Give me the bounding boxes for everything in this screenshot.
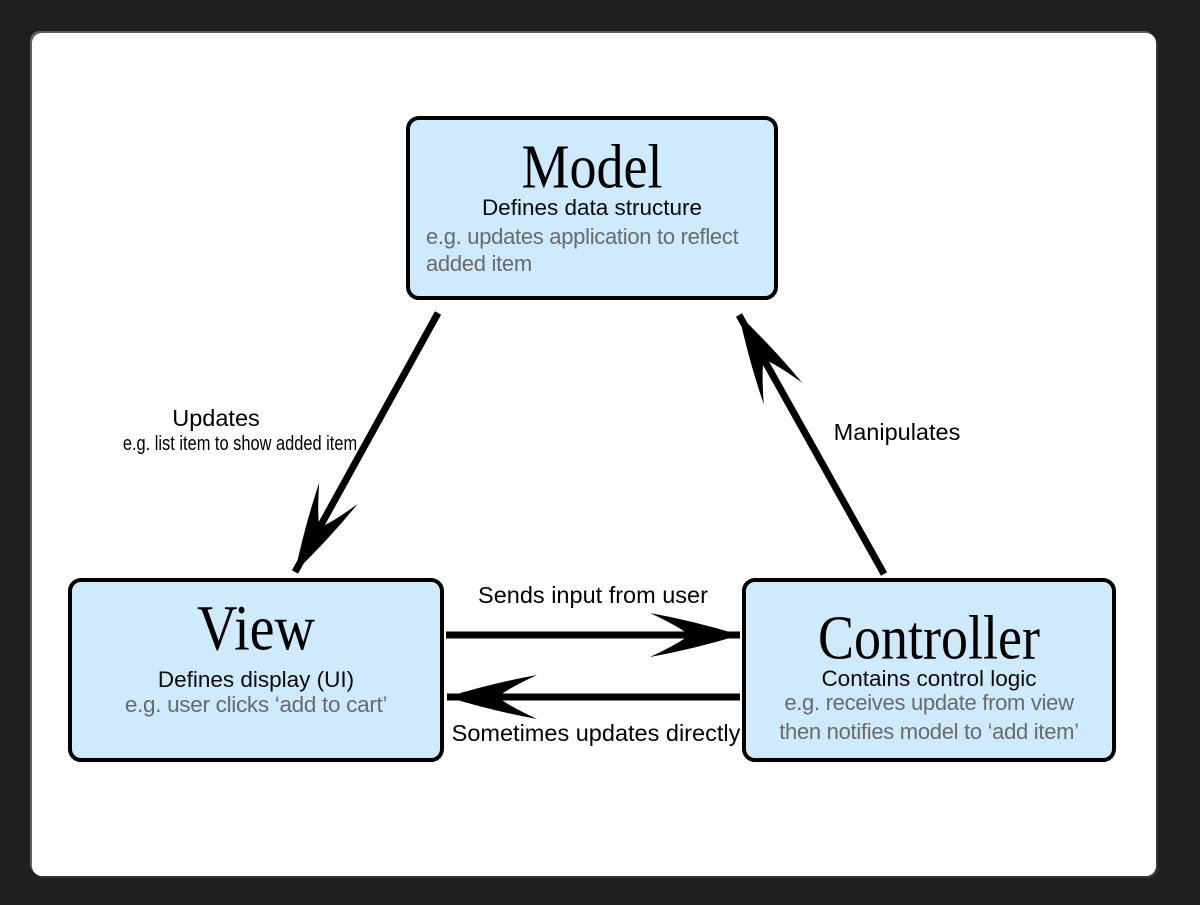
node-model-example-line2: added item — [426, 251, 532, 276]
node-model-subtitle: Defines data structure — [481, 195, 703, 220]
node-controller-example: e.g. receives update from view then noti… — [746, 688, 1112, 746]
node-model-example: e.g. updates application to reflect adde… — [410, 223, 774, 277]
node-view-title: View — [197, 593, 315, 665]
edge-label-sometimes-updates: Sometimes updates directly — [451, 720, 741, 746]
node-controller-example-line2: then notifies model to ‘add item’ — [779, 719, 1079, 744]
node-controller-example-line1: e.g. receives update from view — [784, 690, 1074, 715]
node-controller-title: Controller — [818, 603, 1040, 673]
node-view: View Defines display (UI) e.g. user clic… — [68, 578, 444, 762]
edge-label-updates: Updates — [172, 405, 260, 431]
node-model-title: Model — [521, 132, 663, 202]
node-model: Model Defines data structure e.g. update… — [406, 116, 778, 300]
node-view-example: e.g. user clicks ‘add to cart’ — [72, 692, 440, 718]
node-controller: Controller Contains control logic e.g. r… — [742, 578, 1116, 762]
edge-sublabel-updates: e.g. list item to show added item — [122, 432, 358, 455]
edge-label-sends-input: Sends input from user — [478, 582, 708, 608]
node-model-example-line1: e.g. updates application to reflect — [426, 224, 739, 249]
edge-label-manipulates: Manipulates — [833, 419, 961, 445]
node-view-subtitle: Defines display (UI) — [157, 667, 355, 692]
node-view-example-line1: e.g. user clicks ‘add to cart’ — [124, 692, 388, 717]
node-controller-subtitle: Contains control logic — [821, 666, 1037, 691]
